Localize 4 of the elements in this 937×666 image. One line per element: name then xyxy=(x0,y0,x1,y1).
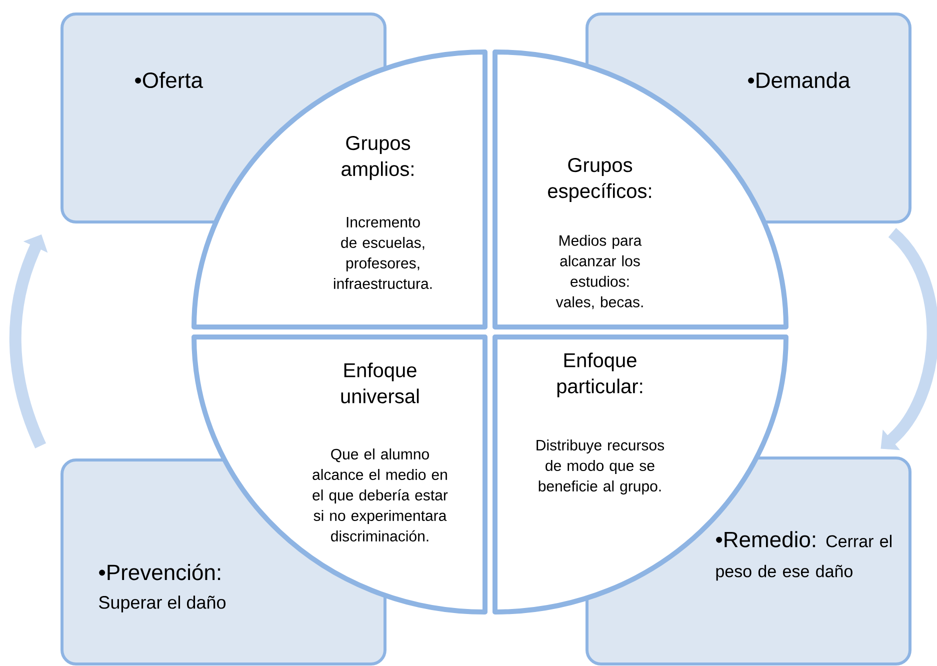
quadrant-heading: Enfoque universal xyxy=(341,362,419,404)
curved-arrow xyxy=(880,228,937,450)
quadrant-text: Medios para alcanzar los estudios: vales, becas. xyxy=(556,234,643,310)
quadrant-heading: Enfoque particular: xyxy=(557,352,642,398)
